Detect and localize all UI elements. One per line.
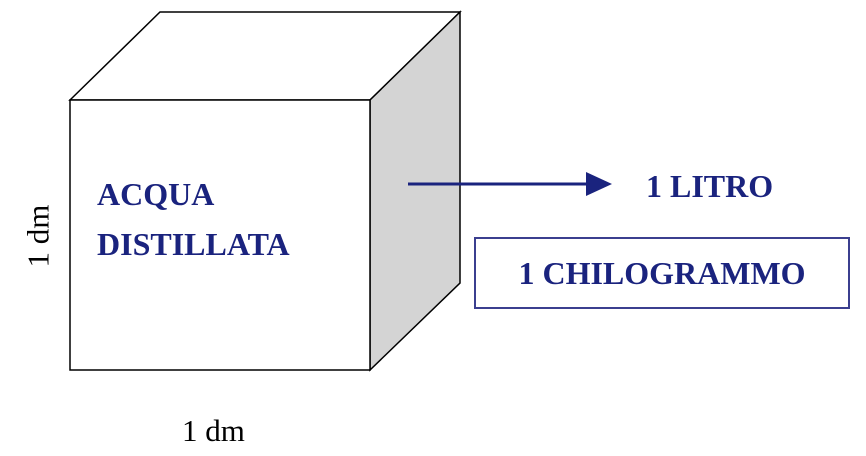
width-dimension-label: 1 dm	[182, 413, 245, 448]
height-dimension-label: 1 dm	[20, 204, 56, 268]
volume-label: 1 LITRO	[646, 168, 774, 204]
cube-label-line1: ACQUA	[97, 176, 215, 212]
cube-label-line2: DISTILLATA	[97, 226, 290, 262]
cube-front-face	[69, 99, 371, 371]
mass-label: 1 CHILOGRAMMO	[518, 255, 806, 291]
mass-box: 1 CHILOGRAMMO	[474, 237, 850, 309]
arrow-head	[586, 172, 612, 196]
